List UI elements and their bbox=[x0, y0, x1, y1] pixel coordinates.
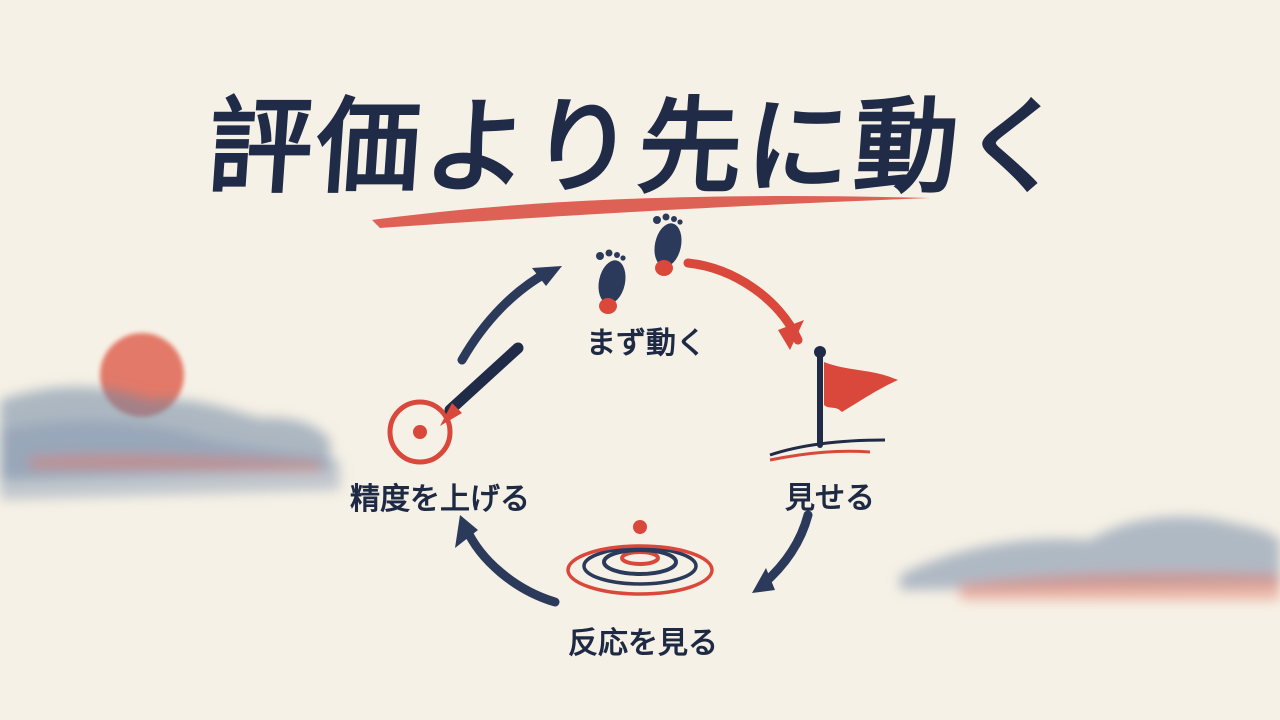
cycle-arrows bbox=[455, 258, 813, 607]
title-underline bbox=[372, 196, 930, 228]
step-label-show: 見せる bbox=[785, 481, 875, 516]
arrow-react-to-refine bbox=[461, 523, 560, 607]
page-title: 評価より先に動く bbox=[204, 85, 1075, 208]
footprints-icon bbox=[596, 213, 683, 314]
arrow-show-to-react bbox=[757, 510, 813, 590]
ripple-icon bbox=[566, 520, 714, 596]
brush-target-icon bbox=[387, 342, 524, 465]
right-clouds bbox=[900, 516, 1280, 600]
arrow-refine-to-move bbox=[457, 267, 553, 365]
step-label-react: 反応を見る bbox=[568, 626, 718, 661]
step-label-move: まず動く bbox=[586, 326, 706, 361]
left-clouds bbox=[0, 386, 340, 500]
step-label-refine: 精度を上げる bbox=[350, 482, 530, 517]
flag-icon bbox=[769, 346, 898, 462]
